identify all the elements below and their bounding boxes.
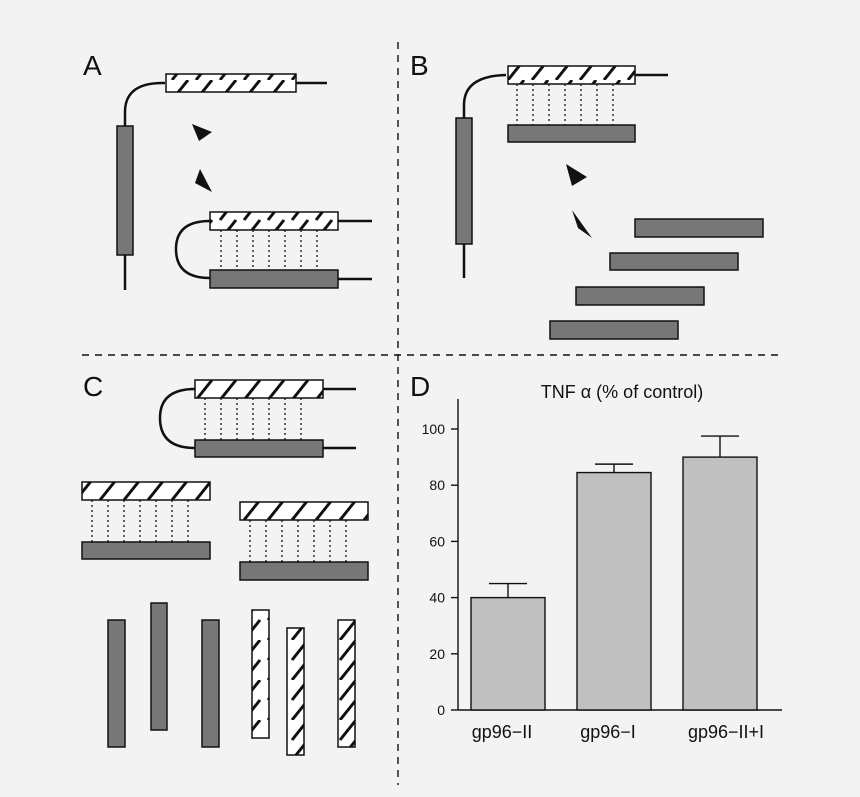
panel-c-diagram bbox=[81, 379, 369, 756]
panel-b-hatched-strand bbox=[507, 65, 636, 85]
panel-a-gray-strand bbox=[116, 125, 134, 256]
aggregate-gray-strand bbox=[634, 218, 764, 238]
arrowhead-icon bbox=[195, 169, 212, 192]
chart-title: TNF α (% of control) bbox=[541, 382, 703, 402]
panel-label-d: D bbox=[410, 371, 430, 402]
arrowhead-icon bbox=[566, 164, 587, 186]
duplex-hatched-strand bbox=[81, 481, 211, 501]
hairpin-gray-strand bbox=[194, 439, 324, 458]
duplex-hatched-strand bbox=[239, 501, 369, 521]
single-gray-strand bbox=[150, 602, 168, 731]
single-gray-strand bbox=[201, 619, 220, 748]
panel-label-c: C bbox=[83, 371, 103, 402]
panel-label-b: B bbox=[410, 50, 429, 81]
panel-a-diagram bbox=[116, 73, 372, 290]
single-hatched-strand bbox=[286, 627, 305, 756]
y-tick-label: 60 bbox=[429, 533, 445, 549]
category-label: gp96−I bbox=[580, 722, 636, 742]
aggregate-gray-strand bbox=[609, 252, 739, 271]
category-label: gp96−II bbox=[472, 722, 533, 742]
panel-b-gray-strand bbox=[455, 117, 473, 245]
duplex-gray-strand bbox=[81, 541, 211, 560]
hairpin-hatched-strand bbox=[194, 379, 324, 399]
category-label: gp96−II+I bbox=[688, 722, 764, 742]
single-hatched-strand bbox=[251, 609, 270, 739]
aggregate-gray-strand bbox=[549, 320, 679, 340]
bar-3 bbox=[682, 456, 758, 711]
panel-b-duplex-gray-strand bbox=[507, 124, 636, 143]
bar-2 bbox=[576, 471, 652, 711]
duplex-gray-strand bbox=[239, 561, 369, 581]
hairpin-hatched-strand bbox=[209, 211, 339, 231]
aggregate-gray-strand bbox=[575, 286, 705, 306]
y-tick-label: 40 bbox=[429, 590, 445, 606]
y-tick-label: 20 bbox=[429, 646, 445, 662]
panel-a-hatched-strand bbox=[165, 73, 297, 93]
panel-label-a: A bbox=[83, 50, 102, 81]
y-tick-label: 80 bbox=[429, 477, 445, 493]
arrowhead-icon bbox=[572, 210, 592, 238]
single-gray-strand bbox=[107, 619, 126, 748]
panel-b-diagram bbox=[455, 65, 764, 340]
y-tick-label: 0 bbox=[437, 702, 445, 718]
hairpin-gray-strand bbox=[209, 269, 339, 289]
bar-chart: TNF α (% of control) 0 20 40 60 80 100 gp96−I… bbox=[422, 382, 782, 742]
single-hatched-strand bbox=[337, 619, 356, 748]
y-tick-label: 100 bbox=[422, 421, 446, 437]
arrowhead-icon bbox=[192, 124, 212, 141]
bar-1 bbox=[470, 596, 546, 711]
